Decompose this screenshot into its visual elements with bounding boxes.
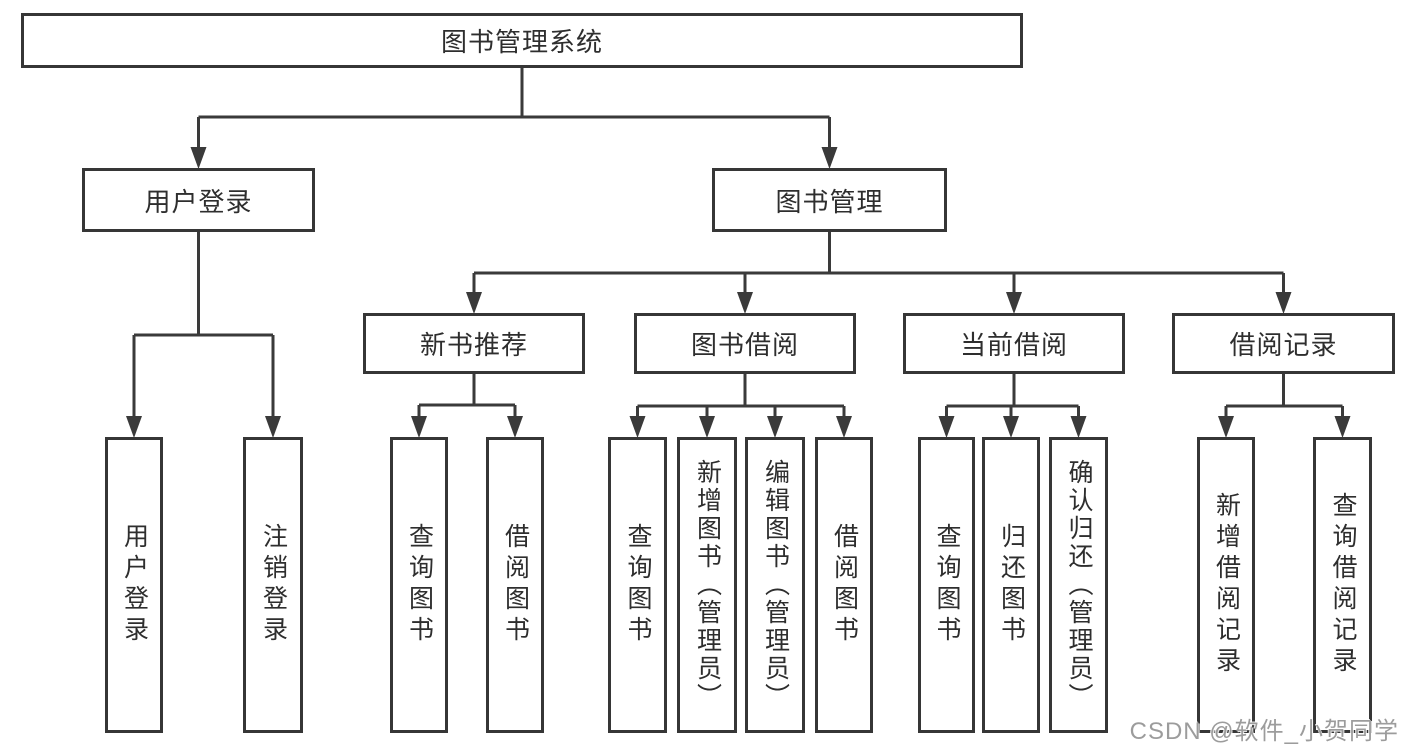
node-label: 图书管理 [775,186,884,217]
arrowhead-icon [411,416,427,438]
node-borrow-records: 借阅记录 [1172,313,1395,374]
node-user-login-group: 用户登录 [82,168,315,232]
node-label: 查询借阅记录 [1329,492,1357,678]
node-v-add-books: 新增图书（管理员） [677,437,737,733]
node-current-borrow: 当前借阅 [903,313,1125,374]
node-label: 确认归还（管理员） [1065,459,1093,711]
arrowhead-icon [466,292,482,314]
arrowhead-icon [938,416,955,438]
arrowhead-icon [126,416,142,438]
node-book-mgmt-group: 图书管理 [712,168,947,232]
node-v-query-books-1: 查询图书 [390,437,448,733]
node-v-user-login: 用户登录 [105,437,163,733]
node-book-borrow: 图书借阅 [634,313,856,374]
node-label: 借阅图书 [830,523,859,647]
node-v-query-borrow-record: 查询借阅记录 [1313,437,1372,733]
arrowhead-icon [1003,416,1019,438]
node-label: 借阅记录 [1229,330,1338,360]
node-label: 图书借阅 [690,330,799,360]
arrowhead-icon [699,416,715,438]
node-label: 当前借阅 [959,330,1068,360]
arrowhead-icon [265,416,281,438]
node-label: 借阅图书 [501,523,530,647]
arrowhead-icon [1218,416,1234,438]
node-v-query-books-2: 查询图书 [608,437,667,733]
node-label: 查询图书 [405,523,434,647]
node-v-logout: 注销登录 [243,437,303,733]
node-label: 用户登录 [144,186,253,217]
arrowhead-icon [1275,292,1292,314]
node-v-borrow-books-2: 借阅图书 [815,437,873,733]
node-label: 查询图书 [624,523,652,647]
arrowhead-icon [190,147,207,169]
node-label: 新书推荐 [419,330,528,360]
node-label: 查询图书 [933,523,961,647]
node-v-return-books: 归还图书 [982,437,1040,733]
arrowhead-icon [737,292,753,314]
watermark: CSDN @软件_小贺同学 [1129,718,1399,745]
node-root: 图书管理系统 [21,13,1023,68]
node-label: 新增借阅记录 [1212,492,1241,678]
arrowhead-icon [1070,416,1087,438]
node-label: 注销登录 [259,523,288,647]
arrowhead-icon [1334,416,1351,438]
arrowhead-icon [1006,292,1022,314]
node-v-borrow-books-1: 借阅图书 [486,437,544,733]
node-label: 编辑图书（管理员） [761,459,790,711]
arrowhead-icon [629,416,646,438]
node-new-book-rec: 新书推荐 [363,313,585,374]
node-v-edit-books: 编辑图书（管理员） [745,437,805,733]
arrowhead-icon [836,416,852,438]
node-v-confirm-return: 确认归还（管理员） [1049,437,1108,733]
node-label: 新增图书（管理员） [693,459,722,711]
node-label: 用户登录 [120,523,149,647]
node-label: 图书管理系统 [440,27,603,57]
node-label: 归还图书 [997,523,1026,647]
arrowhead-icon [767,416,783,438]
node-v-query-books-3: 查询图书 [918,437,975,733]
node-v-add-borrow-record: 新增借阅记录 [1197,437,1255,733]
arrowhead-icon [507,416,523,438]
arrowhead-icon [821,147,838,169]
